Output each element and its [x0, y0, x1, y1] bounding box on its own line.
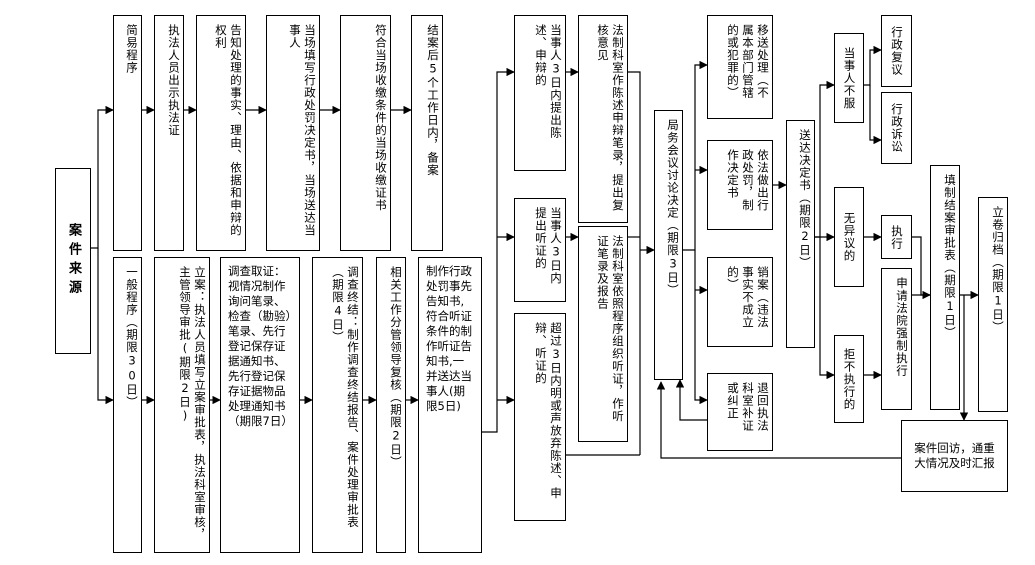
simple-program-box: 简易程序 — [113, 15, 142, 251]
delivery-box: 送达决定书（期限2日） — [786, 120, 815, 348]
simple-step-archive: 结案后5个工作日内，备案 — [411, 15, 443, 251]
general-filing-box: 立案：执法人员填写立案审批表，执法科室审核，主管领导审批(期限2日) — [154, 257, 210, 553]
arrow-source-simple — [91, 105, 114, 249]
arrow-to-statement — [482, 67, 515, 433]
closing-form-box: 填制结案审批表（期限1日） — [930, 165, 960, 410]
simple-step-inform: 告知处理的事实、理由、依据和申辩的权利 — [196, 15, 246, 251]
arrow-to-return — [694, 250, 708, 405]
general-review-box: 相关工作分管领导复核（期限2日） — [376, 257, 406, 553]
hearing-organize-box: 法制科室依照程序组织听证，作听证笔录及报告 — [578, 226, 628, 442]
general-notice-box: 制作行政处罚事先告知书,符合听证条件的制作听证告知书,一并送达当事人(期限5日) — [418, 257, 482, 553]
response-no-objection-box: 无异议的 — [834, 187, 864, 287]
archive-box: 立卷归档（期限1日） — [978, 197, 1008, 412]
followup-box: 案件回访，通重大情况及时汇报 — [901, 420, 1008, 492]
waive-box: 超过3日内明或声放弃陈述、申辩、听证的 — [514, 313, 566, 521]
outcome-dismiss-box: 销案（违法事实不成立的） — [707, 257, 773, 347]
outcome-return-box: 退回执法科室补证或纠正 — [707, 373, 773, 451]
response-disagree-box: 当事人不服 — [834, 33, 864, 123]
arrow-followup-back — [656, 381, 901, 459]
line-execute-closing — [912, 236, 930, 296]
arrow-to-transfer — [683, 60, 708, 251]
general-conclusion-box: 调查终结：制作调查终结报告、案件处理审批表（期限4日） — [312, 257, 363, 553]
arrow-source-general — [97, 248, 114, 405]
meeting-decision-box: 局务会议讨论决定（期限3日） — [654, 110, 683, 380]
remedy-reconsideration-box: 行政复议 — [881, 15, 912, 87]
arrow-to-refuse — [819, 237, 835, 380]
outcome-transfer-box: 移送处理（不属本部门管辖的或犯罪的） — [707, 15, 773, 119]
simple-step-decision: 当场填写行政处罚决定书，当场送达当事人 — [266, 15, 320, 251]
line-collect — [628, 71, 641, 455]
simple-step-show-id: 执法人员出示执法证 — [154, 15, 184, 251]
simple-step-collect: 符合当场收缴条件的当场收缴证书 — [340, 15, 391, 251]
remedy-court-box: 申请法院强制执行 — [881, 268, 912, 410]
general-investigation-box: 调查取证：视情况制作询问笔录、检查（勘验）笔录、先行登记保存证据通知书、先行登记… — [220, 257, 300, 553]
general-program-box: 一般程序（期限30日） — [113, 257, 142, 553]
remedy-litigation-box: 行政诉讼 — [881, 92, 912, 164]
case-source-box: 案件来源 — [55, 168, 91, 354]
response-refuse-box: 拒不执行的 — [834, 335, 864, 423]
arrow-to-disagree — [815, 80, 835, 238]
remedy-execute-box: 执行 — [881, 215, 912, 259]
arrow-return-back — [675, 379, 707, 421]
statement-record-box: 法制科室作陈述申辩笔录，提出复核意见 — [578, 15, 628, 223]
statement-request-box: 当事人3日内提出陈述、申辩的 — [514, 15, 566, 171]
arrow-to-reconsideration — [864, 45, 882, 86]
arrow-to-litigation — [869, 85, 882, 145]
hearing-request-box: 当事人3日内提出听证的 — [514, 198, 566, 302]
outcome-punish-box: 依法做出行政处罚，制作决定书 — [707, 140, 773, 230]
